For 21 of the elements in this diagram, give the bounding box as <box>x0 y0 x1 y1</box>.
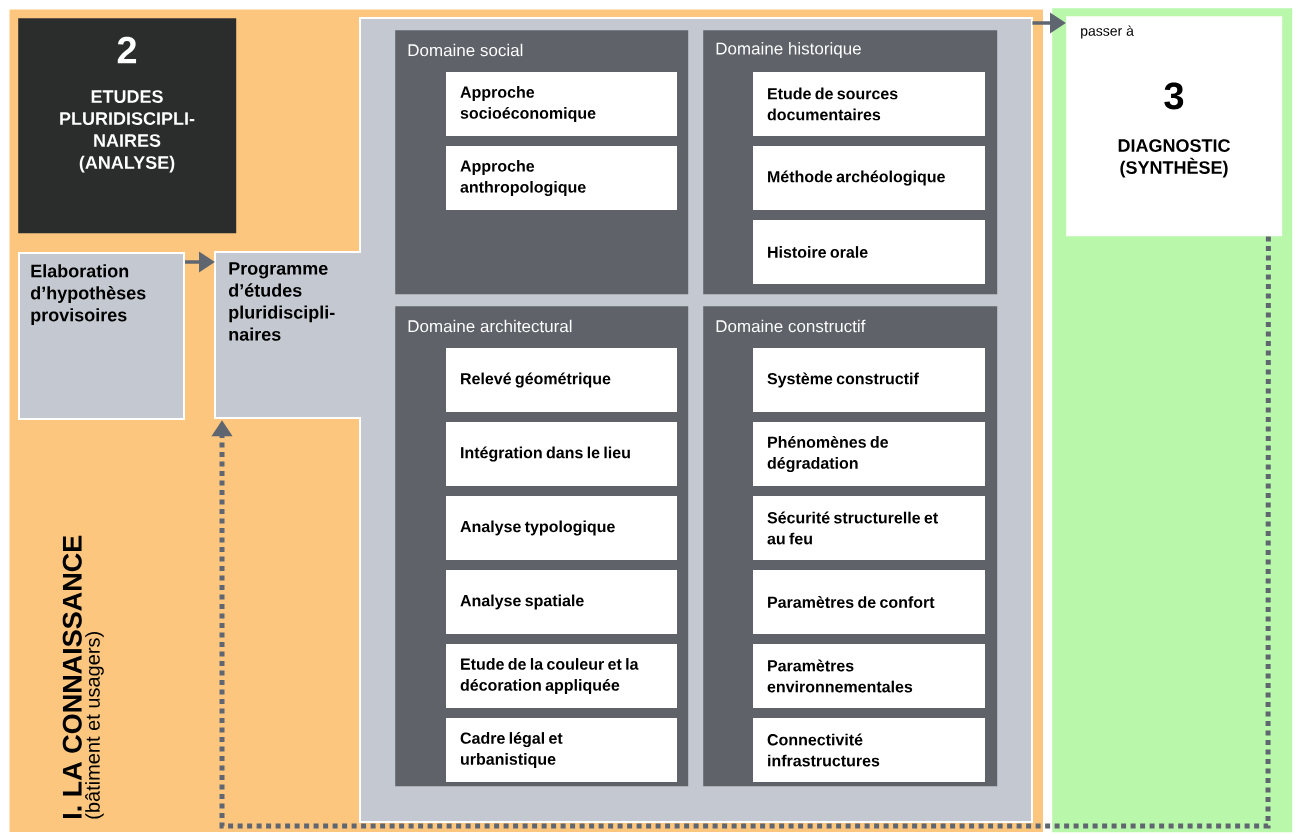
method-box: Relevé géométrique <box>446 348 677 412</box>
method-box: Approche socioéconomique <box>446 72 677 136</box>
method-box: Etude de sources documentaires <box>753 72 985 136</box>
step-box: passer à 3 DIAGNOSTIC (SYNTHÈSE) <box>1066 16 1283 237</box>
method-box: Analyse spatiale <box>446 570 677 634</box>
method-box: Etude de la couleur et la décoration appliquée <box>446 644 677 708</box>
method-box: Histoire orale <box>753 220 985 284</box>
method-box: Analyse typologique <box>446 496 677 560</box>
method-box: Approche anthropologique <box>446 146 677 210</box>
process-box: Elaboration d’hypothèses provisoires <box>18 252 185 420</box>
method-box: Paramètres de confort <box>753 570 985 634</box>
method-box: Système constructif <box>753 348 985 412</box>
method-box: Cadre légal et urbanistique <box>446 718 677 782</box>
method-box: Sécurité structurelle et au feu <box>753 496 985 560</box>
method-box: Méthode archéologique <box>753 146 985 210</box>
step-box: 2 ETUDES PLURIDISCIPLI- NAIRES (ANALYSE) <box>18 18 237 234</box>
method-box: Phénomènes de dégradation <box>753 422 985 486</box>
arrow <box>211 236 1271 829</box>
method-box: Intégration dans le lieu <box>446 422 677 486</box>
method-box: Paramètres environnementales <box>753 644 985 708</box>
method-box: Connectivité infrastructures <box>753 718 985 782</box>
